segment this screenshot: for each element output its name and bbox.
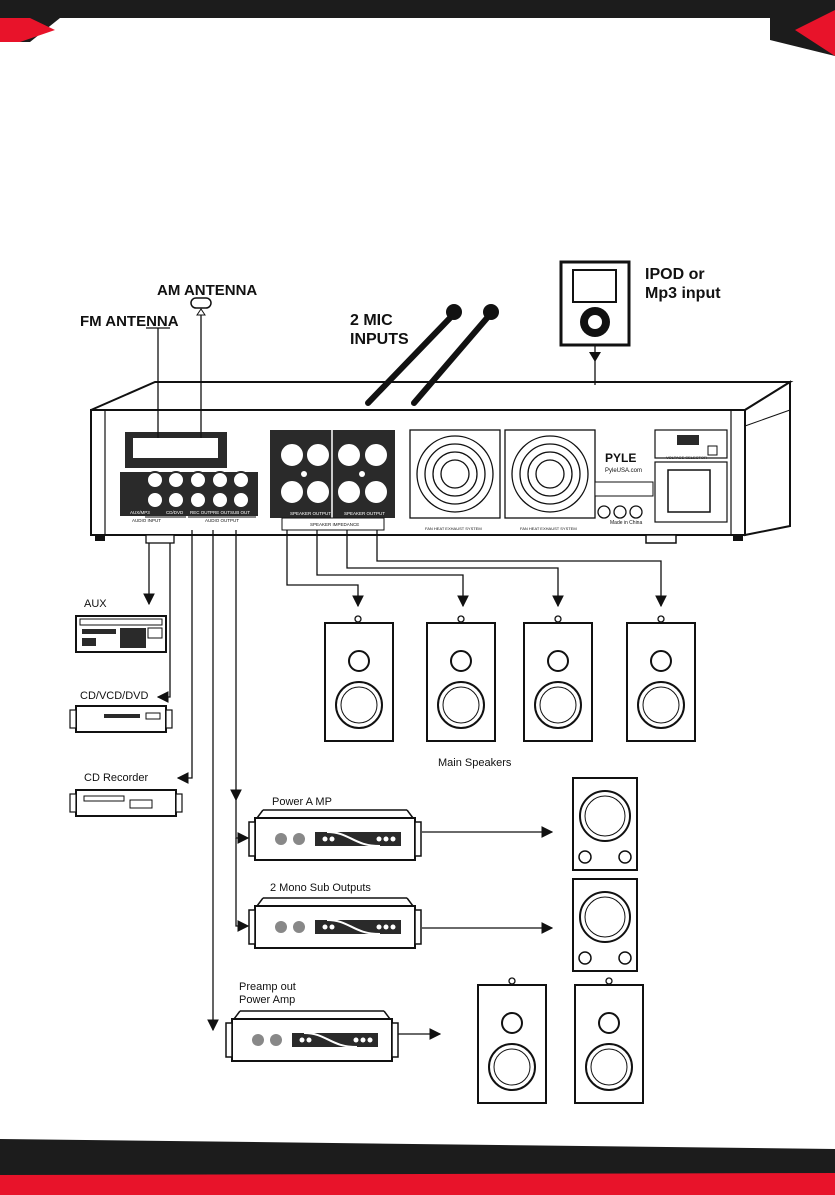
input-name-cd: CD/DVD xyxy=(166,510,184,515)
main-speaker-4 xyxy=(626,615,696,742)
speaker-output-text-b: SPEAKER OUTPUT xyxy=(344,511,385,516)
receiver-rear-panel xyxy=(90,380,794,544)
aux-label: AUX xyxy=(84,598,107,610)
footer-band xyxy=(0,1139,835,1195)
cd-vcd-dvd-label: CD/VCD/DVD xyxy=(80,690,149,702)
main-speaker-1 xyxy=(324,615,394,742)
power-amp-1 xyxy=(248,809,422,861)
cd-vcd-dvd-device xyxy=(69,705,173,733)
speaker-wiring xyxy=(286,530,667,608)
mic-inputs-label-line2: INPUTS xyxy=(350,331,409,348)
bottom-speaker-1 xyxy=(477,977,547,1104)
fan-exhaust-text-2: FAN HEAT EXHAUST SYSTEM xyxy=(520,526,577,531)
cd-recorder-device xyxy=(69,789,183,817)
made-in-text: Made in China xyxy=(610,520,642,526)
fm-antenna-label: FM ANTENNA xyxy=(80,313,179,330)
main-speaker-2 xyxy=(426,615,496,742)
aux-device xyxy=(75,615,167,653)
cd-recorder-label: CD Recorder xyxy=(84,772,149,784)
microphones xyxy=(365,304,499,406)
power-amp-2 xyxy=(248,897,422,949)
main-speakers-label: Main Speakers xyxy=(438,757,512,769)
subwoofer-2 xyxy=(572,878,638,972)
voltage-selector-text: VOLTAGE SELECTOR xyxy=(666,455,707,460)
speaker-output-text-a: SPEAKER OUTPUT xyxy=(290,511,331,516)
ipod-label-line2: Mp3 input xyxy=(645,285,721,302)
output-name-rec: REC OUT xyxy=(190,510,211,515)
audio-output-text: AUDIO OUTPUT xyxy=(205,518,239,523)
preamp-label-line1: Preamp out xyxy=(239,981,296,993)
bottom-speaker-2 xyxy=(574,977,644,1104)
fan-exhaust-text-1: FAN HEAT EXHAUST SYSTEM xyxy=(425,526,482,531)
brand-logo-text: PYLE xyxy=(605,451,636,465)
source-wiring xyxy=(143,530,250,1032)
am-antenna-label: AM ANTENNA xyxy=(157,282,258,299)
antenna-leads xyxy=(146,297,212,438)
mic-inputs-label-line1: 2 MIC xyxy=(350,312,393,329)
brand-website-text: PyleUSA.com xyxy=(605,468,642,474)
preamp-power-amp xyxy=(225,1010,399,1062)
subwoofer-1 xyxy=(572,777,638,871)
output-name-pre: PRE OUT xyxy=(210,510,230,515)
mono-sub-outputs-label: 2 Mono Sub Outputs xyxy=(270,882,371,894)
speaker-impedance-text: SPEAKER IMPEDANCE xyxy=(310,522,359,527)
header-band xyxy=(0,0,835,56)
audio-input-text: AUDIO INPUT xyxy=(132,518,161,523)
input-name-aux: AUX/MP3 xyxy=(130,510,150,515)
output-name-sub: SUB OUT xyxy=(230,510,250,515)
main-speaker-3 xyxy=(523,615,593,742)
ipod-label-line1: IPOD or xyxy=(645,266,705,283)
ipod-device xyxy=(559,260,631,385)
preamp-label-line2: Power Amp xyxy=(239,994,296,1006)
power-amp-label: Power A MP xyxy=(272,796,332,808)
